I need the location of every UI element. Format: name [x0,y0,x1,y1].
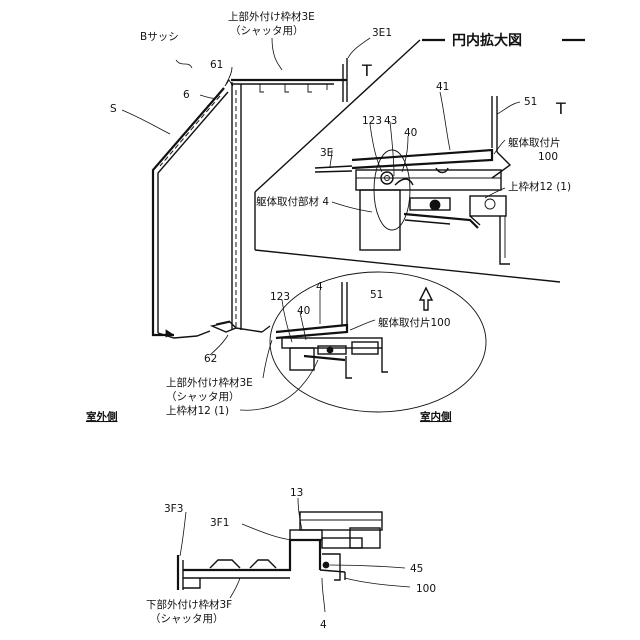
label-upper-frame-3e-b-sub: （シャッタ用） [166,391,240,403]
label-upper-frame-12-enlarged: 上枠材12 (1) [508,180,571,193]
label-51: 51 [370,289,383,301]
label-123-enlarged: 123 [362,115,382,127]
label-body-member-4: 躯体取付部材 4 [256,195,329,208]
label-61: 61 [210,59,223,71]
label-13: 13 [290,487,303,499]
label-40-enlarged: 40 [404,127,417,139]
label-43: 43 [384,115,397,127]
label-3e1: 3E1 [372,27,392,39]
label-t-top: T [361,61,372,80]
enlarged-view-title: 円内拡大図 [422,32,585,49]
label-6: 6 [183,89,190,101]
label-lower-frame-3f: 下部外付け枠材3F [146,598,232,611]
label-upper-frame-3e: 上部外付け枠材3E [228,10,315,23]
leader-lines [122,38,520,612]
label-indoor: 室内側 [420,410,452,423]
lower-frame-section [178,512,382,590]
label-4-bottom: 4 [320,619,327,631]
label-40: 40 [297,305,310,317]
label-t-enlarged: T [555,99,566,118]
label-3e: 3E [320,147,333,159]
label-lower-frame-3f-sub: （シャッタ用） [150,613,224,625]
label-123: 123 [270,291,290,303]
label-3f1: 3F1 [210,517,229,529]
label-body-piece-num: 100 [538,151,558,163]
label-b-sash: Bサッシ [140,31,179,43]
label-100: 100 [416,583,436,595]
label-51-enlarged: 51 [524,96,537,108]
label-body-piece: 躯体取付片 [508,136,561,149]
label-45: 45 [410,563,423,575]
label-upper-frame-12: 上枠材12 (1) [166,404,229,417]
title-text: 円内拡大図 [452,32,522,49]
label-41: 41 [436,81,449,93]
label-outdoor: 室外側 [86,410,118,423]
label-upper-frame-3e-b: 上部外付け枠材3E [166,376,253,389]
label-62: 62 [204,353,217,365]
label-upper-frame-3e-sub: （シャッタ用） [230,25,304,37]
label-3f3: 3F3 [164,503,183,515]
label-s: S [110,103,117,115]
label-body-piece-100b: 躯体取付片100 [378,316,451,329]
label-4: 4 [316,281,323,293]
